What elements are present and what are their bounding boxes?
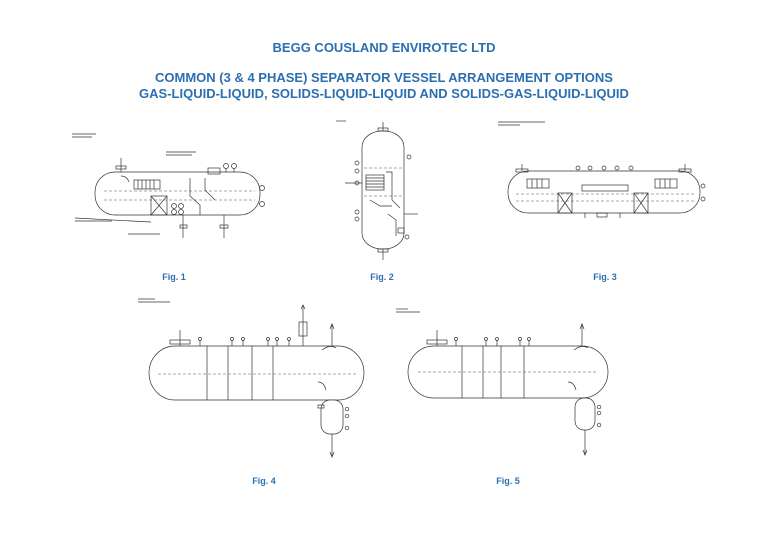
fig1-demister-pack xyxy=(133,179,161,190)
fig2-caption: Fig. 2 xyxy=(370,272,394,282)
fig3-vessel-shell xyxy=(507,170,701,214)
fig3-vessel-drawing xyxy=(498,121,706,218)
fig3-caption: Fig. 3 xyxy=(593,272,617,282)
company-title: BEGG COUSLAND ENVIROTEC LTD xyxy=(272,40,496,55)
fig1-coalescer-pack xyxy=(150,195,168,216)
fig5-boot xyxy=(574,397,596,431)
fig4-vessel-drawing xyxy=(138,298,365,458)
fig2-vessel-drawing xyxy=(336,120,418,260)
fig1-vessel-shell xyxy=(94,171,261,216)
fig1-caption: Fig. 1 xyxy=(162,272,186,282)
fig5-caption: Fig. 5 xyxy=(496,476,520,486)
fig5-vessel-drawing xyxy=(396,308,609,456)
fig1-vessel-drawing xyxy=(72,133,265,238)
fig3-demister-left xyxy=(526,178,550,189)
fig4-vessel-shell xyxy=(148,345,365,401)
fig2-demister-pack xyxy=(365,174,385,191)
fig3-demister-right xyxy=(654,178,678,189)
subtitle-line-1: COMMON (3 & 4 PHASE) SEPARATOR VESSEL AR… xyxy=(155,70,613,85)
subtitle-line-2: GAS-LIQUID-LIQUID, SOLIDS-LIQUID-LIQUID … xyxy=(139,86,629,101)
fig4-caption: Fig. 4 xyxy=(252,476,276,486)
